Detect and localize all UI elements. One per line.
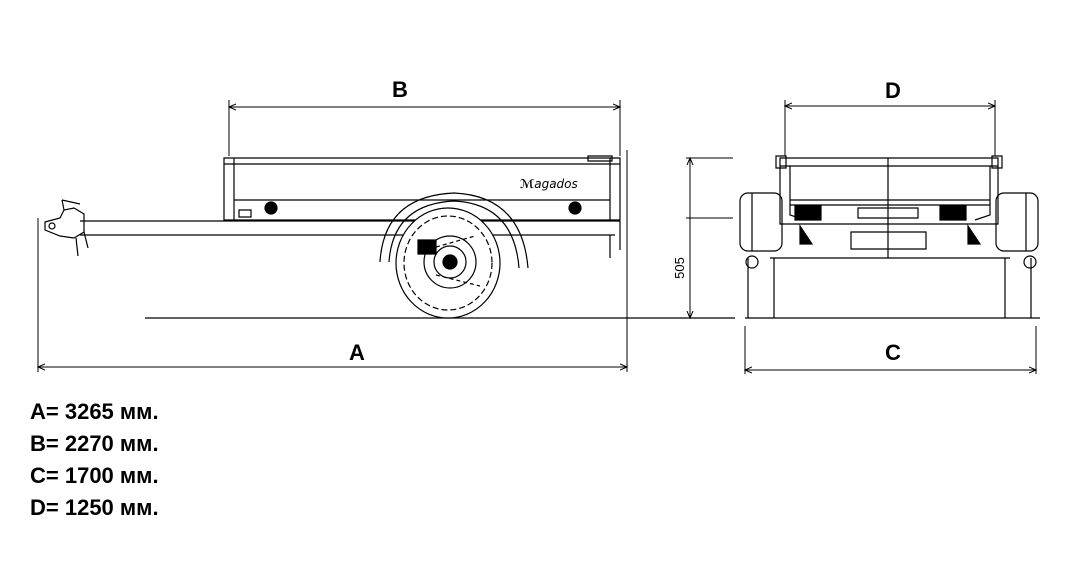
tail-lamp-left [265, 202, 277, 214]
brand-logo-side: ℳagados [520, 177, 578, 191]
fender [380, 193, 528, 268]
dimension-legend: A= 3265 мм. B= 2270 мм. C= 1700 мм. D= 1… [30, 396, 159, 524]
tail-lamp-right [569, 202, 581, 214]
legend-row-c: C= 1700 мм. [30, 463, 159, 488]
dimension-lines [38, 100, 1036, 374]
dimension-b-label: B [392, 77, 408, 102]
wheel-side [396, 208, 500, 318]
dimension-d-label: D [885, 78, 901, 103]
dimension-height-label: 505 [672, 257, 687, 279]
legend-row-d: D= 1250 мм. [30, 495, 159, 520]
legend-row-b: B= 2270 мм. [30, 431, 159, 456]
side-view [45, 156, 735, 318]
dimension-a-label: A [349, 340, 365, 365]
rear-view [740, 156, 1040, 318]
coupling-hitch [45, 200, 88, 256]
chassis-drawbar [80, 221, 620, 258]
legend-row-a: A= 3265 мм. [30, 399, 159, 424]
dimension-c-label: C [885, 340, 901, 365]
